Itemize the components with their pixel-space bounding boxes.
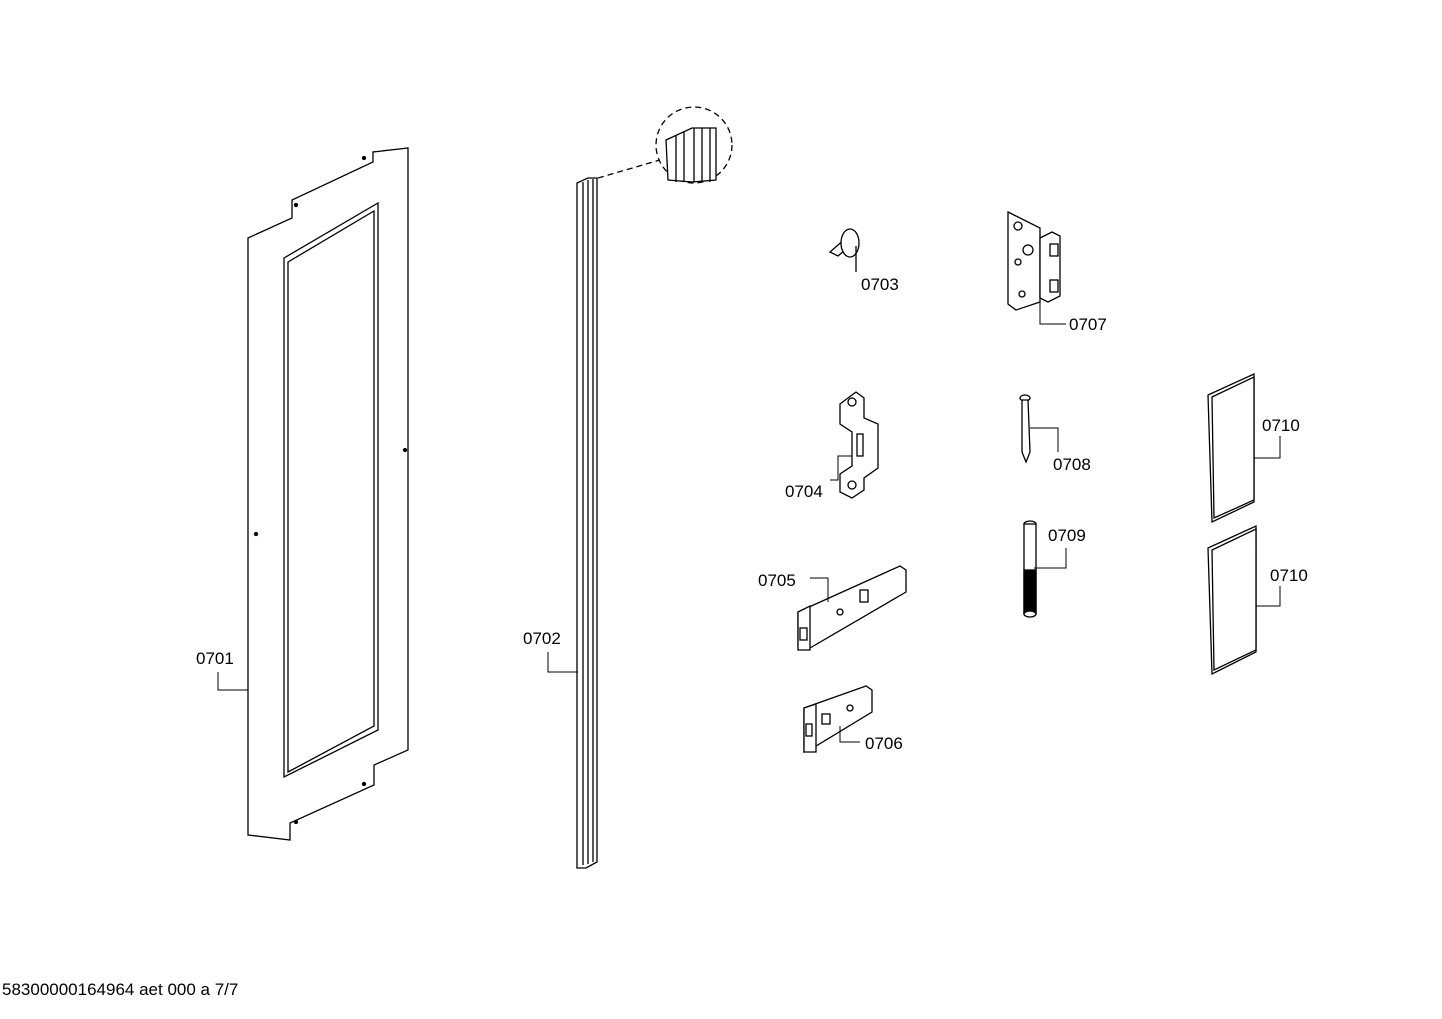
callout-0707: 0707: [1069, 315, 1107, 334]
callout-0703: 0703: [861, 275, 899, 294]
leader-lines: [217, 302, 1281, 743]
part-0705-hinge-plate: [797, 565, 907, 651]
callout-0705: 0705: [758, 571, 796, 590]
part-0703-plug: [828, 228, 860, 272]
callout-0709: 0709: [1048, 526, 1086, 545]
callout-0702: 0702: [523, 629, 561, 648]
document-footer-id: 58300000164964 aet 000 a 7/7: [2, 980, 239, 999]
callout-0710-lower: 0710: [1270, 566, 1308, 585]
callout-0704: 0704: [785, 482, 823, 501]
part-0710-pad-lower: [1207, 524, 1257, 676]
callout-0706: 0706: [865, 734, 903, 753]
part-0701-door-frame: [247, 147, 409, 841]
callout-0701: 0701: [196, 649, 234, 668]
callout-0708: 0708: [1053, 455, 1091, 474]
part-0706-hinge-plate: [803, 685, 873, 754]
part-0710-pad-upper: [1207, 372, 1255, 524]
part-0702-gasket-strip: [576, 106, 733, 869]
part-0708-pin: [1019, 394, 1031, 464]
part-0709-threaded-bolt: [1023, 520, 1037, 618]
callout-0710-upper: 0710: [1262, 416, 1300, 435]
part-0704-bracket: [839, 391, 879, 499]
part-0707-hinge-bracket: [1007, 210, 1061, 311]
